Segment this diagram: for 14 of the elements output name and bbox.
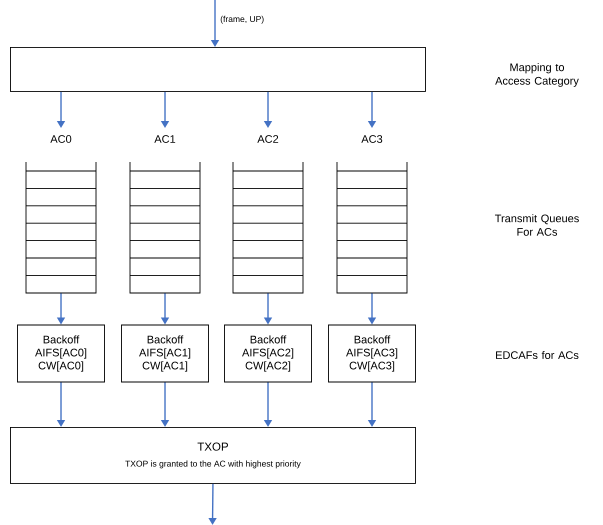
queue-label: AC2 xyxy=(257,135,278,143)
edcaf-box: Backoff AIFS[AC0] CW[AC0] xyxy=(17,324,105,382)
queue-label: AC0 xyxy=(50,135,72,143)
row-label: EDCAFs for ACs xyxy=(496,350,578,360)
edcaf-box: Backoff AIFS[AC1] CW[AC1] xyxy=(121,324,209,382)
row-label: Mapping to Access Category xyxy=(495,63,579,87)
row-label: Transmit Queues For ACs xyxy=(494,214,579,236)
edge-label: (frame, UP) xyxy=(219,14,266,25)
queue-label: AC1 xyxy=(154,135,176,143)
txop-box: TXOP TXOP is granted to the AC with highest priority xyxy=(10,427,416,484)
queue-label: AC3 xyxy=(361,135,382,143)
mapping-box xyxy=(10,47,426,92)
edcaf-box: Backoff AIFS[AC2] CW[AC2] xyxy=(224,324,312,382)
edcaf-box: Backoff AIFS[AC3] CW[AC3] xyxy=(328,324,416,382)
